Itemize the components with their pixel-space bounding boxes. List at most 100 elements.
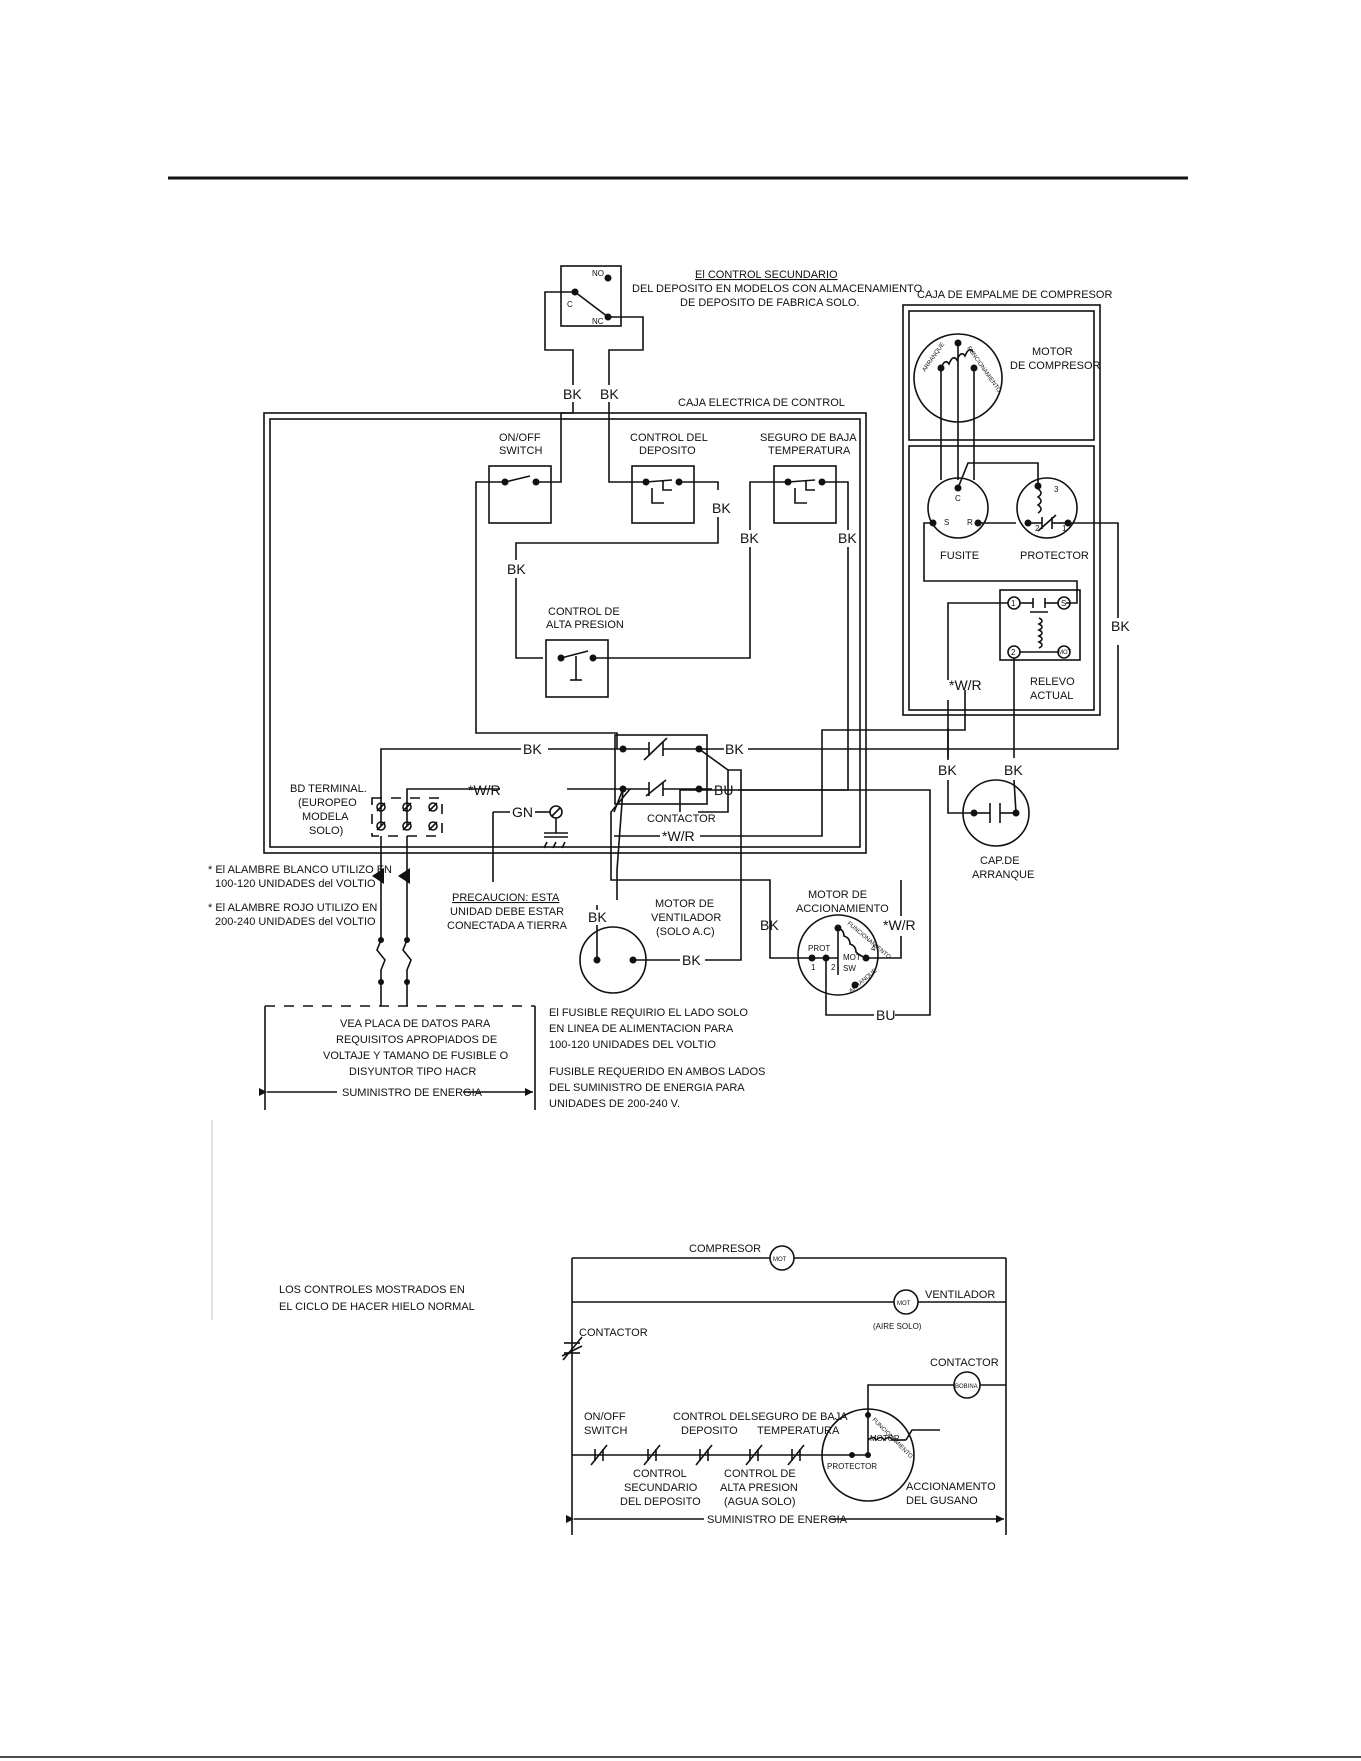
ground: GN	[492, 804, 568, 882]
fuse-note: 100-120 UNIDADES DEL VOLTIO	[549, 1039, 716, 1051]
ladder-bin-label: DEPOSITO	[681, 1425, 738, 1437]
ladder-drive-label: DEL GUSANO	[906, 1495, 978, 1507]
ladder-drive-label: ACCIONAMENTO	[906, 1481, 996, 1493]
secondary-bin-control: NO C NC El CONTROL SECUNDARIO DEL DEPOSI…	[544, 265, 923, 385]
fuse-note: FUSIBLE REQUERIDO EN AMBOS LADOS	[549, 1066, 765, 1078]
contactor: CONTACTOR	[614, 734, 716, 825]
junction-box-label: CAJA DE EMPALME DE COMPRESOR	[917, 289, 1112, 301]
low-temp-safety: SEGURO DE BAJA TEMPERATURA BK BK	[592, 432, 857, 812]
red-wire-note: * El ALAMBRE ROJO UTILIZO EN	[208, 902, 377, 914]
compressor-junction-box: CAJA DE EMPALME DE COMPRESOR	[902, 289, 1112, 716]
wire-label-bu: BU	[714, 782, 733, 798]
fan-motor-label: MOTOR DE	[655, 898, 714, 910]
ladder-secondary-label: DEL DEPOSITO	[620, 1496, 701, 1508]
pin-r-label: R	[967, 518, 973, 527]
power-supply-label: SUMINISTRO DE ENERGIA	[342, 1087, 483, 1099]
relay-pin-m: MOT	[1058, 650, 1072, 656]
caution-note: CONECTADA A TIERRA	[447, 920, 568, 932]
fuse-note: UNIDADES DE 200-240 V.	[549, 1098, 680, 1110]
white-wire-note: 100-120 UNIDADES del VOLTIO	[215, 878, 376, 890]
wire-label-bk: BK	[725, 741, 744, 757]
relay-pin-2: 2	[1011, 648, 1016, 657]
controls-note: LOS CONTROLES MOSTRADOS EN	[279, 1284, 465, 1296]
ladder-secondary-label: CONTROL	[633, 1468, 687, 1480]
fusite-label: FUSITE	[940, 550, 979, 562]
secondary-control-line3: DE DEPOSITO DE FABRICA SOLO.	[680, 297, 860, 309]
low-temp-label: TEMPERATURA	[768, 445, 851, 457]
ladder-on-off-label: SWITCH	[584, 1425, 627, 1437]
no-label: NO	[592, 269, 604, 278]
wire-label-bk: BK	[523, 741, 542, 757]
nameplate-note: VOLTAJE Y TAMANO DE FUSIBLE O	[323, 1050, 509, 1062]
ladder-high-pressure-label: (AGUA SOLO)	[724, 1496, 796, 1508]
mot-label: MOT	[897, 1301, 911, 1307]
fusite: C S R FUSITE	[923, 462, 1078, 604]
relay-pin-s: S	[1061, 599, 1066, 608]
protector-label: PROTECTOR	[1020, 550, 1089, 562]
pin-4-label: 4	[871, 944, 876, 953]
relay-label: RELEVO	[1030, 676, 1075, 688]
wire-label-wr: *W/R	[949, 677, 982, 693]
wire-label-bk: BK	[1111, 618, 1130, 634]
nameplate-note: DISYUNTOR TIPO HACR	[349, 1066, 476, 1078]
ladder-power-label: SUMINISTRO DE ENERGIA	[707, 1514, 848, 1526]
fuse-note: El FUSIBLE REQUIRIO EL LADO SOLO	[549, 1007, 748, 1019]
mot-label: MOT	[843, 953, 861, 962]
drive-motor-label: MOTOR DE	[808, 889, 867, 901]
caution-note: UNIDAD DEBE ESTAR	[450, 906, 564, 918]
wire-label-bk: BK	[507, 561, 526, 577]
start-cap-label: ARRANQUE	[972, 869, 1034, 881]
pin-s-label: S	[944, 518, 949, 527]
fan-motor-label: (SOLO A.C)	[656, 926, 715, 938]
ladder-low-temp-label: TEMPERATURA	[757, 1425, 840, 1437]
white-wire-note: * El ALAMBRE BLANCO UTILIZO EN	[208, 864, 392, 876]
wire-label-bu: BU	[876, 1007, 895, 1023]
ladder-motor-label: MOTOR	[870, 1434, 900, 1443]
wire-label-bk: BK	[588, 909, 607, 925]
ladder-fan-label: VENTILADOR	[925, 1289, 995, 1301]
drive-motor: MOTOR DE ACCIONAMIENTO BK *W/R PROT 1 MO…	[760, 880, 916, 996]
ladder-protector-label: PROTECTOR	[827, 1462, 877, 1471]
ladder-bin-label: CONTROL DEL	[673, 1411, 751, 1423]
compressor-motor: ARRANQUE FUNCIONAMIENTO MOTOR DE COMPRES…	[913, 333, 1101, 480]
ladder-switch	[590, 1444, 805, 1466]
pin-c-label: C	[955, 494, 961, 503]
ladder-high-pressure-label: CONTROL DE	[724, 1468, 796, 1480]
mot-label: MOT	[773, 1257, 787, 1263]
terminal-block: BD TERMINAL. (EUROPEO MODELA SOLO)	[290, 783, 443, 837]
terminal-label: (EUROPEO	[298, 797, 357, 809]
funcionamiento-label: FUNCIONAMIENTO	[965, 346, 1001, 394]
bin-control: CONTROL DEL DEPOSITO BK BK	[507, 413, 731, 659]
fan-motor-label: VENTILADOR	[651, 912, 721, 924]
ladder-diagram: MOT COMPRESOR MOT VENTILADOR (AIRE SOLO)…	[561, 1243, 1007, 1535]
pin-2-label: 2	[831, 963, 836, 972]
contactor-label: CONTACTOR	[647, 813, 716, 825]
pin-2-label: 2	[1035, 524, 1040, 533]
caution-note: PRECAUCION: ESTA	[452, 892, 560, 904]
wire-label-bk: BK	[760, 917, 779, 933]
control-box: CAJA ELECTRICA DE CONTROL	[263, 397, 867, 854]
bin-control-label: CONTROL DEL	[630, 432, 708, 444]
wire-label-bk: BK	[600, 386, 619, 402]
high-pressure-control: CONTROL DE ALTA PRESION	[545, 606, 624, 698]
control-box-label: CAJA ELECTRICA DE CONTROL	[678, 397, 845, 409]
terminal-label: SOLO)	[309, 825, 343, 837]
ladder-coil-label: BOBINA	[955, 1384, 978, 1390]
on-off-switch: ON/OFF SWITCH	[475, 412, 618, 749]
prot-label: PROT	[808, 944, 830, 953]
c-label: C	[567, 300, 573, 309]
ladder-contactor-label: CONTACTOR	[930, 1357, 999, 1369]
secondary-control-line2: DEL DEPOSITO EN MODELOS CON ALMACENAMIEN…	[632, 283, 923, 295]
ladder-low-temp-label: SEGURO DE BAJA	[751, 1411, 848, 1423]
ladder-on-off-label: ON/OFF	[584, 1411, 626, 1423]
wire-label-bk: BK	[1004, 762, 1023, 778]
high-pressure-label: CONTROL DE	[548, 606, 620, 618]
relay-pin-1: 1	[1011, 599, 1016, 608]
terminal-label: BD TERMINAL.	[290, 783, 367, 795]
ladder-compressor-label: COMPRESOR	[689, 1243, 761, 1255]
wire-label-bk: BK	[682, 952, 701, 968]
power-supply: VEA PLACA DE DATOS PARA REQUISITOS APROP…	[259, 1005, 765, 1110]
wire-label-wr: *W/R	[468, 782, 501, 798]
wire-label-gn: GN	[512, 804, 533, 820]
